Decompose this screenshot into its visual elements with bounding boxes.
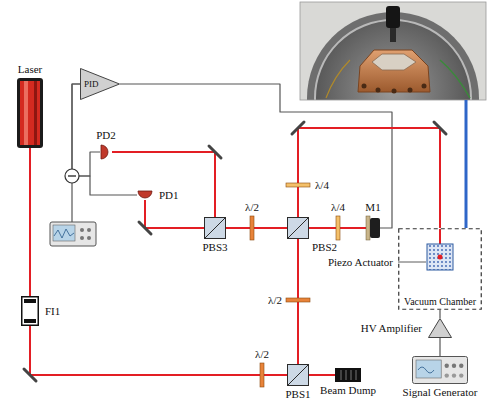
piezo-mirror-outline <box>366 216 380 240</box>
laser-beam <box>309 374 335 376</box>
beam-splitter-outline <box>287 364 309 386</box>
beam-splitter-outline <box>204 217 226 239</box>
component-label: PBS2 <box>311 241 338 254</box>
piezo-actuator <box>427 244 453 270</box>
beam-splitter: PBS2 <box>287 217 309 239</box>
hv-amplifier-outline <box>428 318 452 338</box>
oscilloscope-icon <box>50 222 96 246</box>
hv-amplifier: HV Amplifier <box>428 318 452 338</box>
optical-fiber <box>465 100 468 228</box>
beam-splitter-outline <box>287 217 309 239</box>
signal-wire <box>120 84 392 228</box>
laser-beam <box>226 227 287 229</box>
photodiode: PD2 <box>100 144 112 160</box>
laser-beam <box>30 326 287 375</box>
beam-dump: Beam Dump <box>335 368 361 382</box>
signal-generator-outline <box>412 356 468 384</box>
vacuum-chamber: Vacuum Chamber <box>398 228 482 310</box>
mirrors <box>24 122 446 381</box>
laser-beam <box>145 200 204 228</box>
component-label: M1 <box>364 201 381 214</box>
signal-wire <box>439 338 440 356</box>
component-label: Laser <box>17 63 43 76</box>
beam-splitter: PBS3 <box>204 217 226 239</box>
laser-beam <box>29 148 31 296</box>
photodiode-outline <box>137 190 153 200</box>
beam-dump-outline <box>335 368 361 382</box>
pid-controller: PID <box>80 68 120 100</box>
component-label: HV Amplifier <box>360 322 423 335</box>
part-label: Piezo Actuator <box>327 256 394 269</box>
component-label: Signal Generator <box>402 386 479 399</box>
faraday-isolator: FI1 <box>21 296 39 326</box>
signal-generator: Signal Generator <box>412 356 468 384</box>
photodiode-outline <box>100 144 112 160</box>
waveplate-label: λ/2 <box>244 201 260 214</box>
signal-wire <box>72 84 137 195</box>
component-label: PID <box>83 79 100 89</box>
component-label: PBS1 <box>284 388 311 401</box>
photodiode: PD1 <box>137 190 153 200</box>
laser-beam <box>298 128 440 228</box>
component-label: PD2 <box>95 129 117 142</box>
laser-source: Laser <box>17 78 43 148</box>
component-label: Beam Dump <box>319 384 377 397</box>
wave-plates <box>250 183 340 387</box>
laser-source-outline <box>17 78 43 148</box>
signal-wire <box>439 310 440 318</box>
laser-beam <box>112 152 215 217</box>
subtractor-symbol <box>65 169 79 183</box>
beam-splitter: PBS1 <box>287 364 309 386</box>
component-label: FI1 <box>44 305 61 318</box>
leader-line <box>398 262 426 263</box>
waveplate-label: λ/4 <box>314 179 330 192</box>
photo <box>300 2 486 100</box>
component-label: PD1 <box>158 189 180 202</box>
faraday-isolator-outline <box>21 296 39 326</box>
piezo-mirror: M1 <box>366 216 380 240</box>
waveplate-label: λ/4 <box>330 201 346 214</box>
waveplate-label: λ/2 <box>254 348 270 361</box>
component-label: PBS3 <box>201 241 228 254</box>
monitor-wire <box>71 183 72 222</box>
waveplate-label: λ/2 <box>267 294 283 307</box>
component-label: Vacuum Chamber <box>403 296 477 308</box>
